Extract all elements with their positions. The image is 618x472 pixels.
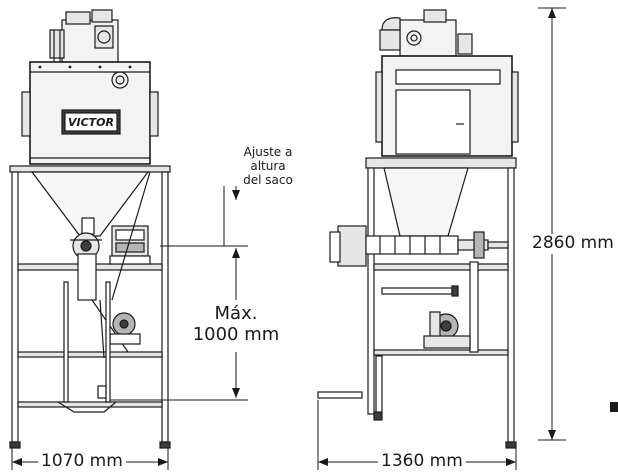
brand-logo-badge: VICTOR — [61, 109, 121, 135]
side-crossbars — [373, 263, 509, 356]
front-control-box — [109, 225, 151, 265]
side-legs — [367, 167, 517, 449]
adjust-height-note: Ajuste a altura del saco — [243, 145, 293, 187]
side-cone — [383, 167, 469, 237]
side-hopper-body — [375, 55, 519, 157]
side-step-platform — [317, 355, 383, 413]
front-view: VICTOR — [9, 9, 171, 449]
side-motor-drive — [381, 261, 479, 353]
side-table-top — [365, 157, 517, 169]
max-height-note: Máx. 1000 mm — [188, 303, 284, 346]
side-width-dimension-label: 1360 mm — [378, 451, 466, 472]
front-table-top — [9, 165, 171, 173]
side-auger — [329, 225, 509, 267]
corner-mark — [610, 402, 618, 412]
front-cone — [30, 171, 150, 237]
height-dimension-label: 2860 mm — [532, 233, 614, 254]
front-width-dimension-label: 1070 mm — [38, 451, 126, 472]
front-valve-assembly — [70, 217, 102, 301]
brand-logo-text: VICTOR — [68, 116, 114, 129]
side-top-motor — [379, 9, 473, 57]
front-bag-support — [57, 281, 117, 413]
front-legs — [9, 171, 171, 449]
side-view — [317, 9, 519, 449]
front-top-motor — [49, 9, 119, 63]
